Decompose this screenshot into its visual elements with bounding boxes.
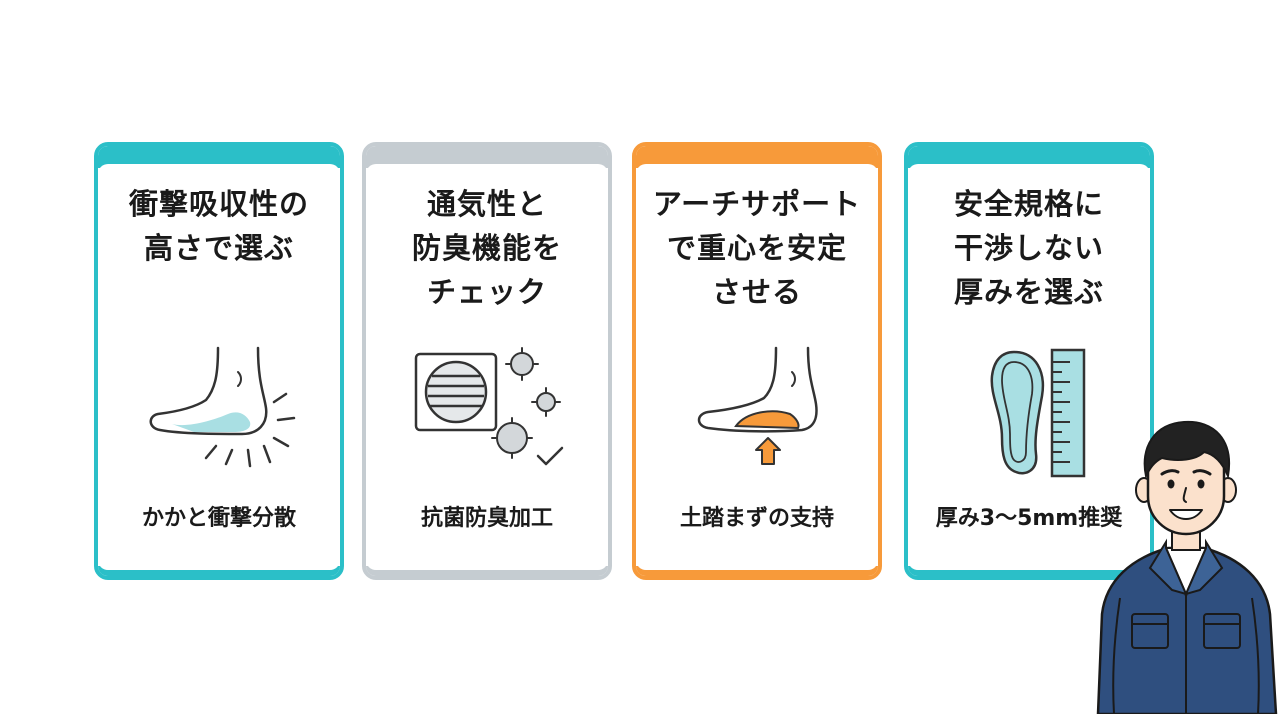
card-caption: かかと衝撃分散 (141, 506, 296, 531)
card-body (636, 164, 878, 570)
insole-ruler-icon (990, 348, 1086, 478)
foot-heel-shock-icon (149, 346, 296, 468)
card-body (98, 164, 340, 570)
card-top-bar (366, 146, 608, 168)
card-caption: 土踏まずの支持 (679, 506, 834, 531)
card-arch-support: アーチサポート で重心を安定 させる 土踏まずの支持 (632, 142, 882, 580)
card-title: アーチサポート で重心を安定 させる (652, 187, 862, 309)
card-breathability: 通気性と 防臭機能を チェック 抗菌防臭加工 (362, 142, 612, 580)
worker-avatar (1096, 420, 1278, 714)
vent-bacteria-icon (414, 347, 564, 466)
card-shock-absorption: 衝撃吸収性の 高さで選ぶ かかと衝撃分散 (94, 142, 344, 580)
card-top-bar (98, 146, 340, 168)
card-top-bar (636, 146, 878, 168)
foot-arch-support-icon (697, 346, 818, 465)
card-thickness: 安全規格に 干渉しない 厚みを選ぶ 厚み3～5mm推奨 (904, 142, 1154, 580)
card-caption: 厚み3～5mm推奨 (935, 506, 1123, 531)
card-title: 通気性と 防臭機能を チェック (411, 187, 562, 309)
card-bottom-bar (98, 566, 340, 576)
card-bottom-bar (366, 566, 608, 576)
card-bottom-bar (908, 566, 1150, 576)
card-bottom-bar (636, 566, 878, 576)
card-title: 安全規格に 干渉しない 厚みを選ぶ (953, 187, 1104, 309)
card-top-bar (908, 146, 1150, 168)
card-title: 衝撃吸収性の 高さで選ぶ (128, 187, 309, 265)
card-caption: 抗菌防臭加工 (420, 506, 553, 531)
